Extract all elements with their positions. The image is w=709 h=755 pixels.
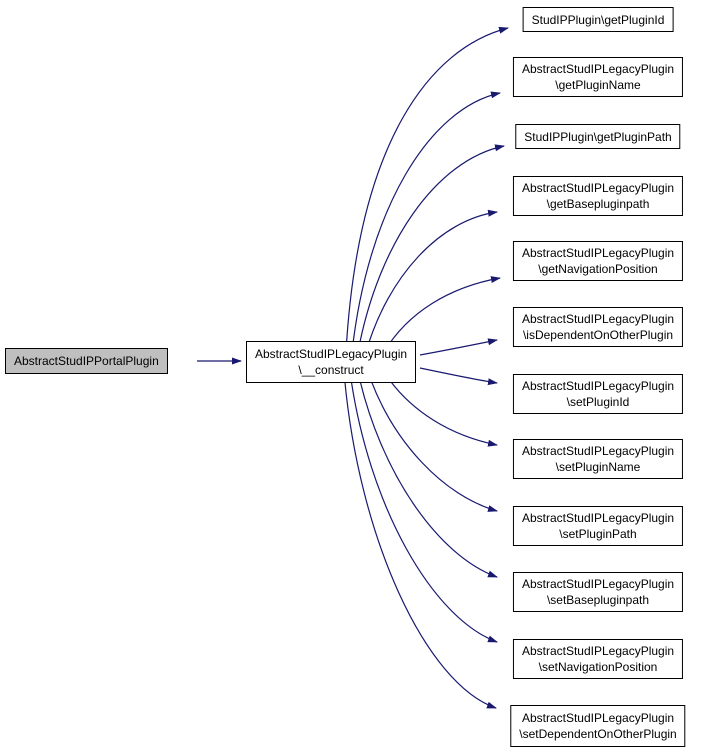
callee-node-getnavigationposition[interactable]: AbstractStudIPLegacyPlugin \getNavigatio… xyxy=(512,241,684,281)
node-label-line2: \getPluginName xyxy=(555,78,641,92)
node-label-line1: AbstractStudIPLegacyPlugin xyxy=(521,444,675,458)
node-label-line1: AbstractStudIPLegacyPlugin xyxy=(521,511,675,525)
callee-node-setbasepluginpath[interactable]: AbstractStudIPLegacyPlugin \setBaseplugi… xyxy=(512,572,684,612)
node-label: AbstractStudIPPortalPlugin xyxy=(14,354,159,368)
node-label-line1: AbstractStudIPLegacyPlugin xyxy=(521,181,675,195)
edge-to-setnavigationposition xyxy=(349,371,498,643)
node-label-line2: \getBasepluginpath xyxy=(546,197,650,211)
node-label-line2: \getNavigationPosition xyxy=(538,262,658,276)
node-label-line2: \setPluginId xyxy=(566,395,630,409)
node-label-line1: AbstractStudIPLegacyPlugin xyxy=(521,312,675,326)
node-label-line1: AbstractStudIPLegacyPlugin xyxy=(521,711,675,725)
callee-node-getbasepluginpath[interactable]: AbstractStudIPLegacyPlugin \getBaseplugi… xyxy=(512,176,684,216)
node-label-line2: \__construct xyxy=(298,363,364,377)
node-label-line2: \setPluginPath xyxy=(559,527,637,541)
caller-node-abstractstudipportalplugin[interactable]: AbstractStudIPPortalPlugin xyxy=(5,348,168,374)
edge-to-setpluginid xyxy=(419,367,498,386)
node-label-line1: StudIPPlugin\getPluginId xyxy=(531,12,665,27)
callee-node-isdependentonotherplugin[interactable]: AbstractStudIPLegacyPlugin \isDependentO… xyxy=(512,307,684,347)
edge-to-getpluginname xyxy=(351,91,501,353)
node-label-line1: StudIPPlugin\getPluginPath xyxy=(524,129,672,144)
edge-to-setpluginname xyxy=(383,371,498,447)
node-label-line1: AbstractStudIPLegacyPlugin xyxy=(521,379,675,393)
node-label-line1: AbstractStudIPLegacyPlugin xyxy=(255,347,408,361)
edge-to-setbasepluginpath xyxy=(357,371,498,578)
edge-to-getpluginid xyxy=(345,26,509,353)
edge-to-setdependentonotherplugin xyxy=(343,371,497,709)
center-node-construct[interactable]: AbstractStudIPLegacyPlugin \__construct xyxy=(246,341,417,383)
callee-node-getpluginid[interactable]: StudIPPlugin\getPluginId xyxy=(522,7,674,32)
edge-to-getpluginpath xyxy=(357,144,505,353)
node-label-line1: AbstractStudIPLegacyPlugin xyxy=(521,62,675,76)
callee-node-getpluginpath[interactable]: StudIPPlugin\getPluginPath xyxy=(515,124,681,149)
edge-to-setpluginpath xyxy=(367,371,498,512)
node-label-line1: AbstractStudIPLegacyPlugin xyxy=(521,246,675,260)
callee-node-setpluginname[interactable]: AbstractStudIPLegacyPlugin \setPluginNam… xyxy=(512,439,684,479)
node-label-line1: AbstractStudIPLegacyPlugin xyxy=(521,577,675,591)
node-label-line1: AbstractStudIPLegacyPlugin xyxy=(521,644,675,658)
callee-node-getpluginname[interactable]: AbstractStudIPLegacyPlugin \getPluginNam… xyxy=(512,57,684,97)
edge-to-isdependentonotherplugin xyxy=(419,338,498,356)
node-label-line2: \isDependentOnOtherPlugin xyxy=(522,328,674,342)
edge-to-getnavigationposition xyxy=(383,276,501,353)
callee-node-setpluginpath[interactable]: AbstractStudIPLegacyPlugin \setPluginPat… xyxy=(512,506,684,546)
callee-node-setdependentonotherplugin[interactable]: AbstractStudIPLegacyPlugin \setDependent… xyxy=(510,705,686,747)
node-label-line2: \setDependentOnOtherPlugin xyxy=(519,727,677,741)
node-label-line2: \setPluginName xyxy=(555,460,641,474)
callee-node-setpluginid[interactable]: AbstractStudIPLegacyPlugin \setPluginId xyxy=(512,374,684,414)
callee-node-setnavigationposition[interactable]: AbstractStudIPLegacyPlugin \setNavigatio… xyxy=(512,639,684,679)
edge-to-getbasepluginpath xyxy=(365,209,498,353)
node-label-line2: \setBasepluginpath xyxy=(546,593,650,607)
node-label-line2: \setNavigationPosition xyxy=(538,660,658,674)
